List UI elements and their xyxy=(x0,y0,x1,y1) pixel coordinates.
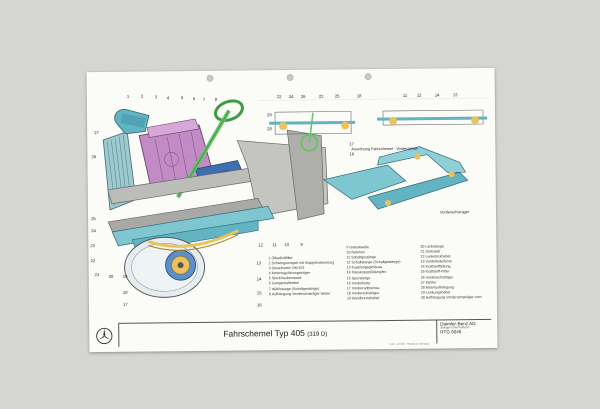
title-sub-text: (319 D) xyxy=(307,331,328,338)
callout-number: 8 xyxy=(215,97,218,102)
page-title: Fahrschemel Typ 405 (319 D) xyxy=(223,328,327,339)
leaf-spring xyxy=(147,229,239,251)
callout-number: 24 xyxy=(289,94,294,99)
caption-carrier: Vorderachsträger xyxy=(440,210,470,215)
callout-number: 27 xyxy=(94,130,99,135)
callout-number: 19 xyxy=(123,274,128,279)
callout-number: 12 xyxy=(417,93,422,98)
callout-number: 20 xyxy=(109,274,114,279)
callout-number: 26 xyxy=(301,94,306,99)
legend-column-3: 20 Lenkstange 21 Drehstab 22 Lenkstockhe… xyxy=(420,244,481,301)
title-main-text: Fahrschemel Typ 405 xyxy=(223,327,305,339)
company-block: Daimler-Benz AG Stuttgart-Untertürkheim … xyxy=(436,319,492,344)
inset-front-axle xyxy=(258,97,489,152)
callout-number: 16 xyxy=(257,302,262,307)
callout-number: 7 xyxy=(203,97,206,102)
inset-axle-carrier xyxy=(322,146,469,210)
callout-number: 22 xyxy=(277,94,282,99)
callout-number: 26 xyxy=(91,154,96,159)
caption-front-axle: Anordnung Fahrschemel - Vorderachse xyxy=(351,146,418,152)
callout-number: 12 xyxy=(258,242,263,247)
legend-column-2: 9 Gelenkwelle 10 Rahmen 11 Schaltgestäng… xyxy=(346,245,401,302)
legend-item: 19 Handbremshebel xyxy=(346,296,380,301)
title-block: Fahrschemel Typ 405 (319 D) Daimler-Benz… xyxy=(89,318,492,348)
callouts-left: 27 26 25 24 23 22 21 20 19 18 17 xyxy=(90,130,128,307)
poster-sheet: 1 2 3 4 5 6 7 8 27 26 25 24 23 22 21 20 … xyxy=(86,67,498,353)
callout-number: 17 xyxy=(123,302,128,307)
callout-number: 17 xyxy=(349,141,354,146)
callout-number: 9 xyxy=(300,242,303,247)
logo-cell xyxy=(89,323,120,348)
callout-number: 22 xyxy=(90,258,95,263)
callout-number: 6 xyxy=(193,96,196,101)
callout-number: 11 xyxy=(272,242,277,247)
callouts-right: 9 10 11 12 13 14 15 16 xyxy=(257,242,304,307)
document-code: RTG 6046 xyxy=(440,329,462,335)
callout-number: 18 xyxy=(357,93,362,98)
legend-column-1: 1 Ölbadluftfilter 2 Schwinganregelr mit … xyxy=(268,256,334,297)
callout-number: 3 xyxy=(155,94,158,99)
callout-number: 25 xyxy=(91,216,96,221)
callout-number: 16 xyxy=(349,151,354,156)
front-wheel xyxy=(124,236,206,298)
callout-number: 25 xyxy=(335,93,340,98)
callout-number: 11 xyxy=(403,93,408,98)
callout-number: 18 xyxy=(123,290,128,295)
callout-number: 14 xyxy=(435,92,440,97)
callout-number: 23 xyxy=(90,243,95,248)
callout-number: 21 xyxy=(95,272,100,277)
callout-number: 10 xyxy=(284,242,289,247)
callout-number: 13 xyxy=(257,260,262,265)
callout-number: 14 xyxy=(257,276,262,281)
callouts-top: 1 2 3 4 5 6 7 8 xyxy=(127,94,218,102)
callout-number: 4 xyxy=(167,95,170,100)
air-filter xyxy=(114,109,150,135)
callout-number: 28 xyxy=(267,126,272,131)
print-note: 5.60 · 10 000 · Printed in Germany xyxy=(389,342,430,346)
callout-number: 29 xyxy=(267,112,272,117)
legend-item: 30 Aufhängung Vorderachsträger vorn xyxy=(420,294,482,300)
callout-number: 23 xyxy=(319,94,324,99)
callout-number: 2 xyxy=(141,94,144,99)
callout-number: 15 xyxy=(257,290,262,295)
technical-illustration: 1 2 3 4 5 6 7 8 27 26 25 24 23 22 21 20 … xyxy=(90,92,489,307)
legend-item: 8 Aufhängung Vorderachsträger hinten xyxy=(268,291,331,296)
callout-number: 1 xyxy=(127,94,130,99)
callout-number: 13 xyxy=(453,92,458,97)
callouts-inset: 22 24 26 23 25 18 11 12 14 13 29 28 17 1… xyxy=(267,92,458,156)
callout-number: 24 xyxy=(91,228,96,233)
callout-number: 5 xyxy=(181,95,184,100)
mercedes-star-icon xyxy=(95,327,112,344)
